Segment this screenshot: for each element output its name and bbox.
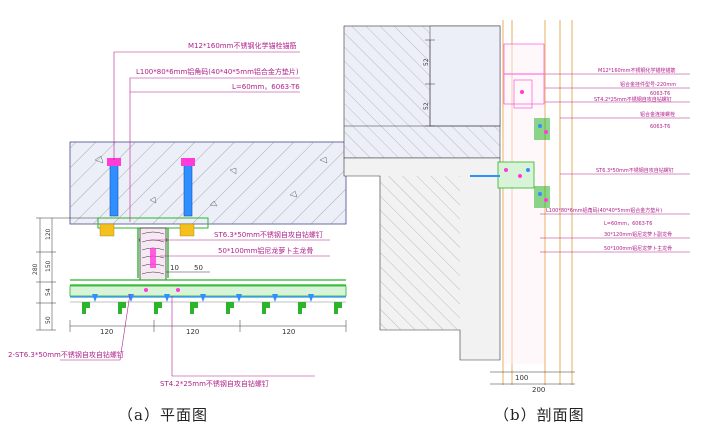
section-dim-bottom: 200 [532, 386, 545, 394]
plan-label-angle-spec: L=60mm，6063-T6 [232, 83, 300, 91]
section-label-4: ST4.2*25mm不锈钢自攻自钻螺钉 [594, 96, 672, 103]
plan-dim-top-h: 120 [45, 228, 52, 240]
plan-caption: （a）平面图 [118, 406, 208, 424]
section-bracket-main [470, 161, 535, 189]
plan-label-tapping-screw: ST6.3*50mm不锈钢自攻自钻螺钉 [214, 230, 323, 239]
plan-dim-50b: 50 [45, 316, 52, 324]
section-bracket-upper [534, 118, 550, 140]
plan-label-angle-steel: L100*80*6mm铝角码(40*40*5mm铝合金方垫片) [136, 67, 299, 76]
anchor-bolt-left [107, 158, 121, 217]
plan-dim-120-a: 120 [100, 328, 113, 336]
section-label-8: L100*80*6mm铝角码(40*40*5mm铝合金方垫片) [546, 207, 662, 214]
plan-dim-mid-h: 150 [45, 260, 52, 272]
plan-dim-54: 54 [45, 288, 52, 296]
plan-label-bottom-screw-b: ST4.2*25mm不锈钢自攻自钻螺钉 [160, 379, 269, 388]
plan-view: M12*160mm不锈钢化学锚栓锚筋 L100*80*6mm铝角码(40*40*… [8, 41, 347, 388]
section-label-10: 30*120mm铝尼龙萝卜副龙骨 [604, 231, 672, 238]
section-dim-100: 100 [515, 374, 528, 382]
section-caption: （b）剖面图 [494, 406, 585, 424]
section-label-2: 铝合金挂件型号-220mm [620, 81, 676, 88]
plan-dim-50: 50 [194, 264, 203, 272]
section-label-9: L=60mm，6063-T6 [604, 221, 652, 227]
section-label-11: 50*100mm铝尼龙萝卜主龙骨 [604, 245, 672, 252]
panel-layers [69, 279, 347, 314]
section-dim-52a: 52 [423, 58, 430, 66]
section-label-1: M12*160mm不锈钢化学锚栓锚筋 [598, 67, 675, 74]
plan-dim-left-total: 280 [32, 263, 39, 275]
anchor-bolt-right [181, 158, 195, 217]
section-label-3: 6063-T6 [650, 91, 670, 97]
main-keel-block [139, 227, 167, 281]
section-label-5: 铝合金连接螺栓 [640, 111, 675, 118]
section-label-6: 6063-T6 [650, 124, 670, 130]
plan-dim-120-b: 120 [186, 328, 199, 336]
plan-label-anchor-bolt: M12*160mm不锈钢化学锚栓锚筋 [188, 41, 296, 50]
plan-dim-120-c: 120 [282, 328, 295, 336]
section-label-7: ST6.3*50mm不锈钢自攻自钻螺钉 [596, 167, 674, 174]
plan-dim-10: 10 [170, 264, 179, 272]
plan-label-bottom-screw-a: 2-ST6.3*50mm不锈钢自攻自钻螺钉 [8, 350, 124, 359]
section-bracket-lower [534, 186, 550, 208]
section-view: 52 52 100 200 M12*160mm不锈钢化学锚栓锚筋 铝合金挂件型号… [343, 20, 690, 394]
plan-label-main-keel: 50*100mm铝尼龙萝卜主龙骨 [218, 246, 313, 255]
section-dim-52b: 52 [423, 102, 430, 110]
